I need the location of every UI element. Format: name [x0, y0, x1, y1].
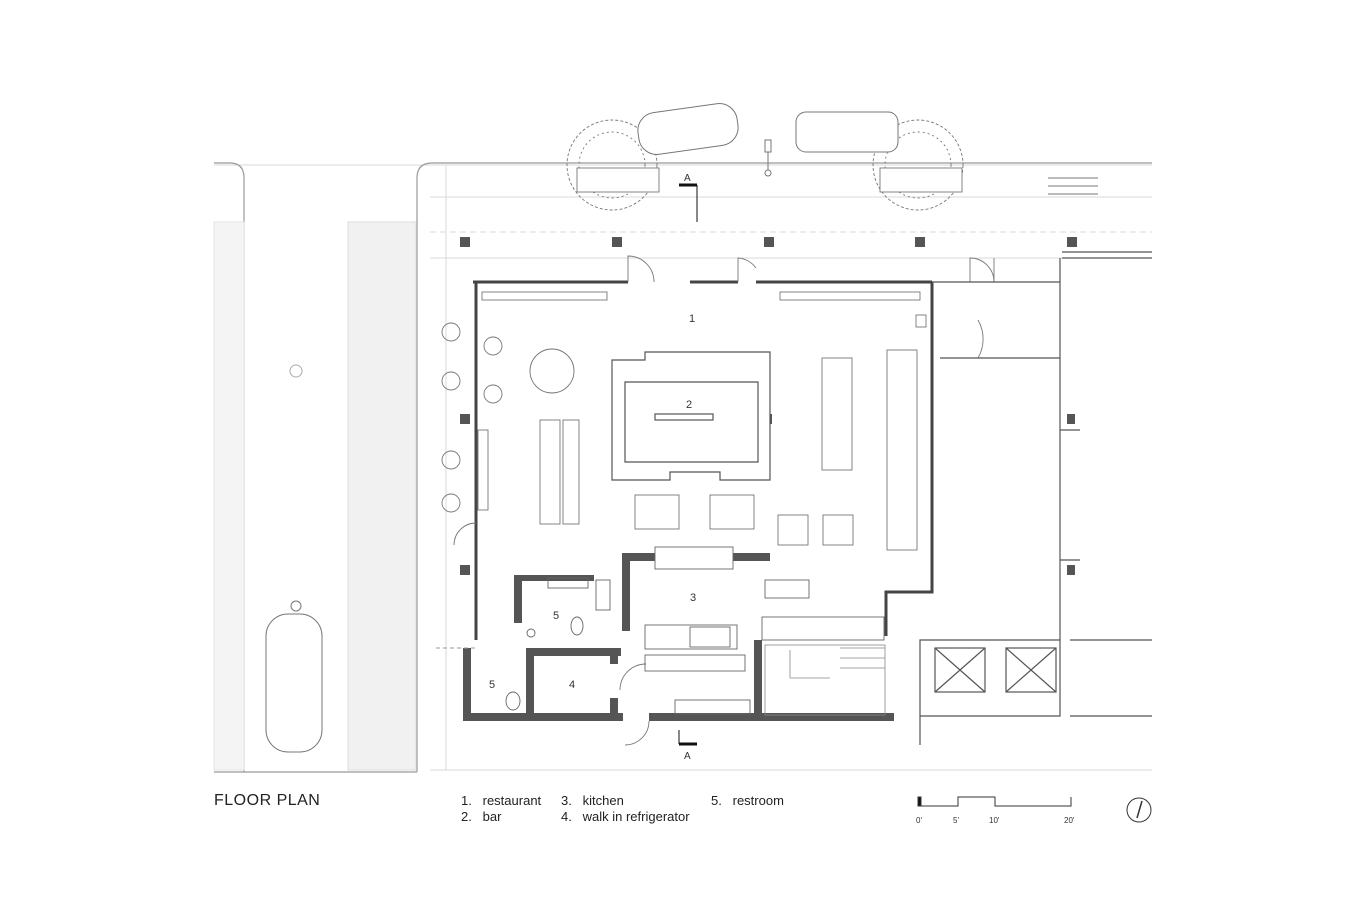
bike-rack — [1048, 177, 1098, 195]
restaurant-furniture — [441, 291, 927, 551]
east-lobby — [919, 251, 1152, 745]
stair — [764, 644, 886, 716]
legend-item-restroom: 5. restroom — [711, 793, 784, 808]
legend-column-1: 1. restaurant 2. bar — [461, 793, 541, 825]
room-number-restroom-1: 5 — [553, 610, 559, 622]
scale-tick-20: 20' — [1064, 816, 1075, 825]
legend-item-kitchen: 3. kitchen — [561, 793, 624, 808]
kitchen-equipment — [595, 546, 885, 715]
section-cut-markers — [436, 183, 698, 746]
section-label-top: A — [684, 173, 691, 184]
bar-counter — [611, 351, 771, 481]
legend-column-3: 5. restroom — [711, 793, 784, 809]
door-swings — [453, 255, 995, 746]
sidewalk-paving — [213, 221, 245, 771]
legend-item-restaurant: 1. restaurant — [461, 793, 542, 808]
room-number-kitchen: 3 — [690, 592, 696, 604]
room-number-refrigerator: 4 — [569, 679, 575, 691]
scale-tick-0: 0' — [916, 816, 922, 825]
legend-item-bar: 2. bar — [461, 809, 502, 824]
room-number-restroom-2: 5 — [489, 679, 495, 691]
scale-bar — [917, 796, 1072, 807]
drawing-title: FLOOR PLAN — [214, 792, 321, 809]
legend-item-walk-in-refrigerator: 4. walk in refrigerator — [561, 809, 690, 824]
crosswalk — [347, 221, 417, 771]
north-arrow-icon — [1126, 797, 1152, 823]
street-trees — [566, 119, 964, 211]
parking-meter — [764, 139, 772, 177]
parked-cars — [265, 103, 899, 753]
section-label-bottom: A — [684, 751, 691, 762]
scale-tick-5: 5' — [953, 816, 959, 825]
restroom-fixtures — [505, 577, 589, 711]
room-number-restaurant: 1 — [689, 313, 695, 325]
manhole — [289, 364, 303, 378]
street-curb — [214, 162, 1152, 773]
room-number-bar: 2 — [686, 399, 692, 411]
scale-tick-10: 10' — [989, 816, 1000, 825]
legend-column-2: 3. kitchen 4. walk in refrigerator — [561, 793, 690, 825]
